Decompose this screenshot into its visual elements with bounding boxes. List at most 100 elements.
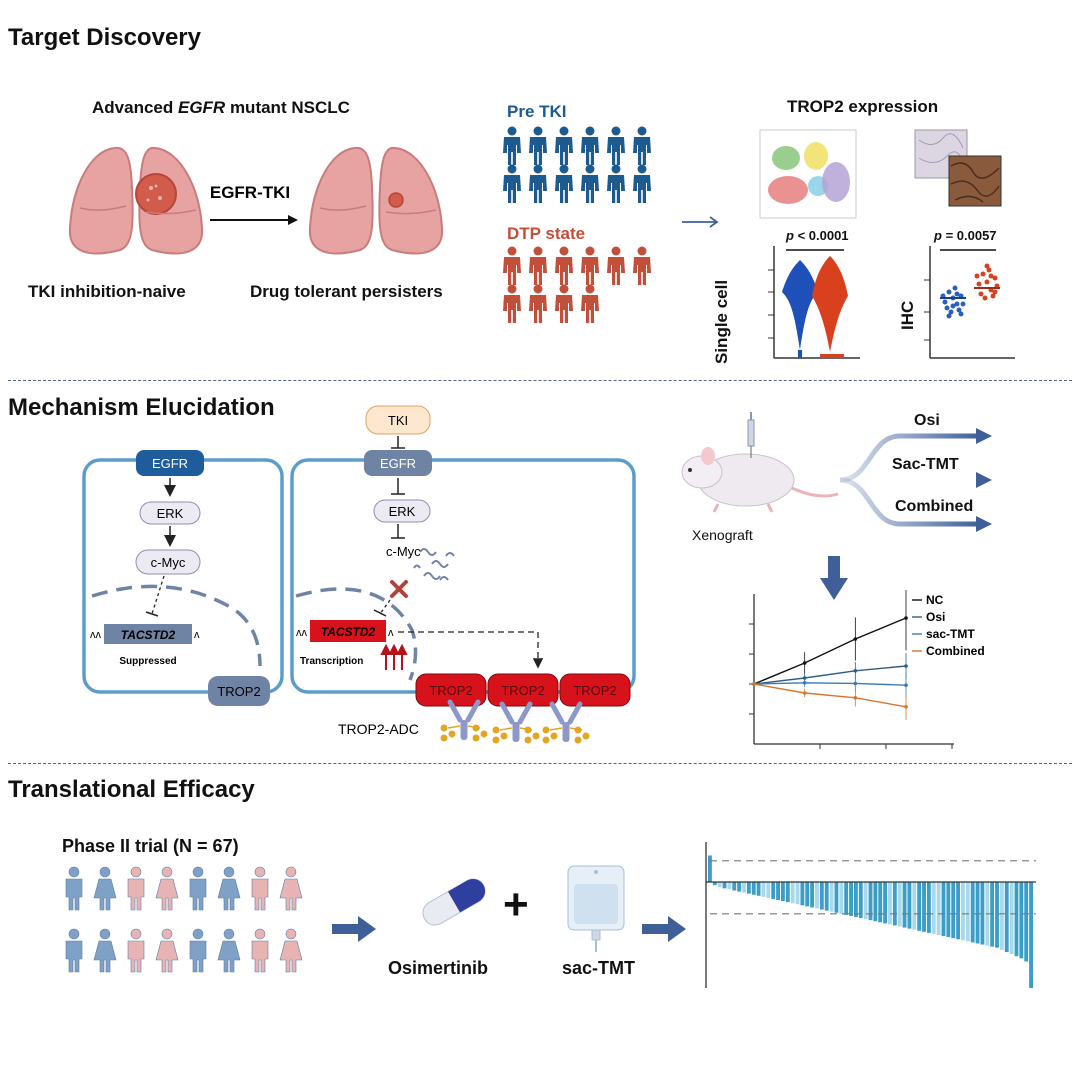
- ihc-plot: [924, 246, 1015, 359]
- trial-woman-icon: [155, 866, 179, 911]
- waterfall-plot: [705, 842, 1036, 988]
- legend-label-NC: NC: [926, 593, 944, 607]
- waterfall-bar: [805, 882, 810, 907]
- tumor-growth-chart: NC Osi sac-TMT Combined: [749, 590, 985, 749]
- trial-woman-icon: [279, 866, 303, 911]
- ihc-pre-dot: [946, 313, 952, 319]
- legend-label-Combined: Combined: [926, 644, 985, 658]
- waterfall-bar: [951, 882, 956, 939]
- lung-naive-icon: [68, 146, 204, 255]
- trial-patients-icons: [65, 866, 303, 973]
- legend-label-Osi: Osi: [926, 610, 945, 624]
- trial-man-icon: [127, 928, 145, 973]
- waterfall-bar: [995, 882, 999, 948]
- pre-tki-person-icon: [503, 126, 521, 165]
- ihc-axis-label: IHC: [898, 300, 917, 330]
- adc-antibody-icon-1: [441, 702, 488, 742]
- waterfall-bar: [892, 882, 897, 926]
- treatment-branch-arrows: [840, 428, 992, 532]
- waterfall-bar: [776, 882, 780, 901]
- trop2-expression-title: TROP2 expression: [787, 97, 939, 116]
- waterfall-bar: [956, 882, 961, 940]
- trial-woman-icon: [279, 928, 303, 973]
- pre-tki-people-icons: [503, 126, 651, 203]
- waterfall-bar: [917, 882, 922, 931]
- waterfall-bar: [1004, 882, 1009, 952]
- pre-tki-person-icon: [607, 126, 625, 165]
- growth-series-NC: [753, 617, 907, 685]
- growth-series-sac-TMT: [753, 682, 907, 686]
- section-title-target: Target Discovery: [8, 24, 201, 51]
- section-title-mechanism: Mechanism Elucidation: [8, 394, 275, 421]
- dtp-person-icon: [503, 284, 521, 323]
- waterfall-bar: [853, 882, 858, 917]
- waterfall-bar: [999, 882, 1004, 950]
- ihc-pre-dot: [952, 285, 958, 291]
- nsclc-label: Advanced EGFR mutant NSCLC: [92, 98, 350, 117]
- svg-text:ʌ: ʌ: [388, 627, 394, 639]
- legend-label-sac-TMT: sac-TMT: [926, 627, 975, 641]
- dtp-person-icon: [581, 284, 599, 323]
- waterfall-bar: [926, 882, 931, 933]
- waterfall-bar: [746, 882, 751, 894]
- ihc-pre-dot: [946, 289, 952, 295]
- ihc-dtp-dot: [992, 275, 998, 281]
- ihc-pre-dot: [956, 307, 962, 313]
- single-cell-axis-label: Single cell: [712, 279, 731, 364]
- waterfall-bar: [931, 882, 936, 934]
- growth-series-Combined: [753, 683, 907, 708]
- svg-text:ʌ: ʌ: [194, 629, 200, 641]
- pre-tki-person-icon: [503, 164, 521, 203]
- ihc-dtp-dot: [980, 271, 986, 277]
- trial-man-icon: [65, 928, 83, 973]
- trial-man-icon: [189, 928, 207, 973]
- ihc-pre-dot: [958, 311, 964, 317]
- treatment-osi: Osi: [914, 412, 940, 429]
- waterfall-bar: [1014, 882, 1019, 957]
- pre-tki-person-icon: [529, 126, 547, 165]
- waterfall-bar: [722, 882, 727, 889]
- adc-antibody-icon-3: [543, 704, 590, 744]
- adc-antibody-icon-2: [493, 704, 540, 744]
- arrow-to-drugs-icon: [332, 916, 376, 942]
- waterfall-bar: [742, 882, 746, 893]
- pre-tki-person-icon: [555, 164, 573, 203]
- dtp-people-icons: [503, 246, 651, 323]
- right-transcription-label: Transcription: [300, 656, 363, 667]
- waterfall-bar: [888, 882, 892, 925]
- waterfall-bar: [1009, 882, 1014, 955]
- dtp-person-icon: [555, 284, 573, 323]
- patient-groups: [503, 126, 651, 323]
- trial-woman-icon: [217, 928, 241, 973]
- sac-tmt-label: sac-TMT: [562, 958, 636, 978]
- svg-text:ʌʌ: ʌʌ: [296, 627, 308, 639]
- trial-woman-icon: [155, 928, 179, 973]
- dtp-person-icon: [581, 246, 599, 285]
- waterfall-bar: [883, 882, 888, 924]
- waterfall-bar: [902, 882, 907, 928]
- waterfall-bar: [941, 882, 946, 937]
- trial-woman-icon: [217, 866, 241, 911]
- waterfall-bar: [771, 882, 776, 899]
- pre-tki-person-icon: [633, 164, 651, 203]
- ihc-pre-dot: [942, 299, 948, 305]
- waterfall-bar: [844, 882, 849, 915]
- trial-label: Phase II trial (N = 67): [62, 836, 239, 856]
- waterfall-bar: [912, 882, 917, 930]
- arrow-to-results-icon: [642, 916, 686, 942]
- waterfall-bar: [1024, 882, 1029, 962]
- waterfall-bar: [756, 882, 761, 896]
- ihc-dtp-dot: [974, 273, 980, 279]
- lungs-illustration: EGFR-TKI: [68, 146, 444, 255]
- pre-tki-person-icon: [607, 164, 625, 203]
- sac-tmt-iv-bag-icon: [567, 865, 625, 952]
- dtp-person-icon: [529, 284, 547, 323]
- dtp-person-icon: [529, 246, 547, 285]
- waterfall-bar: [727, 882, 732, 890]
- right-gene-label: TACSTD2: [321, 625, 376, 639]
- left-egfr-label: EGFR: [152, 456, 188, 471]
- naive-label: TKI inhibition-naive: [28, 282, 186, 301]
- p-single-cell: p < 0.0001: [786, 228, 849, 243]
- umap-plot: [759, 129, 857, 219]
- trial-woman-icon: [93, 928, 117, 973]
